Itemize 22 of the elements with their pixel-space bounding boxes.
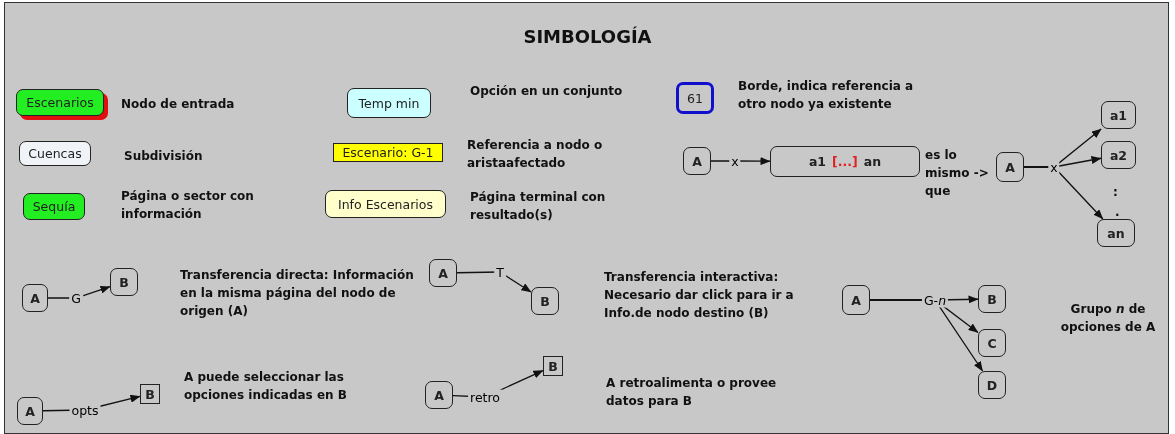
description-text: Referencia a nodo o aristaafectado	[467, 137, 604, 172]
title: SIMBOLOGÍA	[522, 28, 653, 46]
description-text: Página o sector con información	[121, 188, 255, 223]
description-text: Borde, indica referencia a otro nodo ya existente	[738, 78, 915, 113]
note-text: Transferencia directa: Información en la misma página del nodo de origen (A)	[180, 267, 415, 320]
edge-label: x	[1048, 159, 1060, 175]
description-text: Nodo de entrada	[121, 96, 236, 113]
description-text: Subdivisión	[124, 148, 204, 165]
edge-label: retro	[468, 389, 502, 405]
note-text: :	[1113, 184, 1119, 201]
note-text: .	[1115, 204, 1121, 221]
node-text: a1	[808, 154, 827, 169]
note-text: Transferencia interactiva: Necesario dar click para ir a Info.de nodo destino (B)	[604, 269, 795, 322]
description-text: Página terminal con resultado(s)	[470, 189, 607, 224]
note-text: A retroalimenta o provee datos para B	[606, 375, 778, 410]
node-text: an	[863, 154, 882, 169]
edge-label: opts	[69, 402, 101, 418]
note-text: Grupo n de opciones de A	[1059, 301, 1157, 336]
note-text: A puede seleccionar las opciones indicadas en B	[184, 369, 348, 404]
note-text: es lo mismo -> que	[925, 147, 990, 200]
description-text: Opción en un conjunto	[470, 83, 624, 100]
node-text: [...]	[832, 154, 858, 169]
